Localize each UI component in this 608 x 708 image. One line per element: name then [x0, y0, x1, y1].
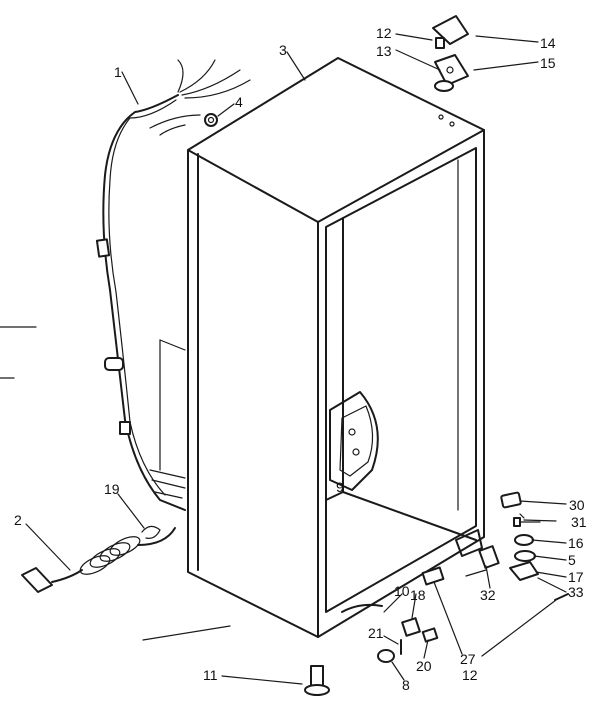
callout-21: 21 [368, 625, 384, 641]
grommet-part [204, 113, 218, 127]
callout-14: 14 [540, 35, 556, 51]
top-hinge-assembly [432, 15, 469, 92]
callout-16: 16 [568, 535, 584, 551]
leader-lines [25, 33, 567, 685]
callout-labels: 1 2 3 4 5 8 9 10 11 12 12 13 14 15 16 17… [14, 25, 587, 693]
callout-31: 31 [571, 514, 587, 530]
callout-20: 20 [416, 658, 432, 674]
cabinet [187, 57, 485, 638]
edge-mark [142, 625, 231, 641]
callout-5: 5 [568, 552, 576, 568]
callout-4: 4 [235, 94, 243, 110]
power-cord [21, 527, 176, 593]
callout-18: 18 [410, 587, 426, 603]
callout-17: 17 [568, 569, 584, 585]
bottom-hinge-assembly [455, 491, 569, 601]
wiring-harness [95, 59, 251, 511]
bottom-small-parts [304, 566, 445, 696]
callout-1: 1 [114, 64, 122, 80]
callout-19: 19 [104, 481, 120, 497]
callout-8: 8 [402, 677, 410, 693]
callout-30: 30 [569, 497, 585, 513]
callout-9: 9 [336, 479, 344, 495]
cord-clip [141, 525, 161, 539]
callout-15: 15 [540, 55, 556, 71]
callout-27: 27 [460, 651, 476, 667]
callout-32: 32 [480, 587, 496, 603]
callout-12-bottom: 12 [462, 667, 478, 683]
inner-bracket [329, 391, 379, 491]
callout-2: 2 [14, 512, 22, 528]
callout-10: 10 [394, 583, 410, 599]
callout-13: 13 [376, 43, 392, 59]
callout-11: 11 [203, 667, 218, 683]
callout-33: 33 [568, 584, 584, 600]
callout-12-top: 12 [376, 25, 392, 41]
callout-3: 3 [279, 42, 287, 58]
rear-panel-edge [159, 339, 186, 471]
